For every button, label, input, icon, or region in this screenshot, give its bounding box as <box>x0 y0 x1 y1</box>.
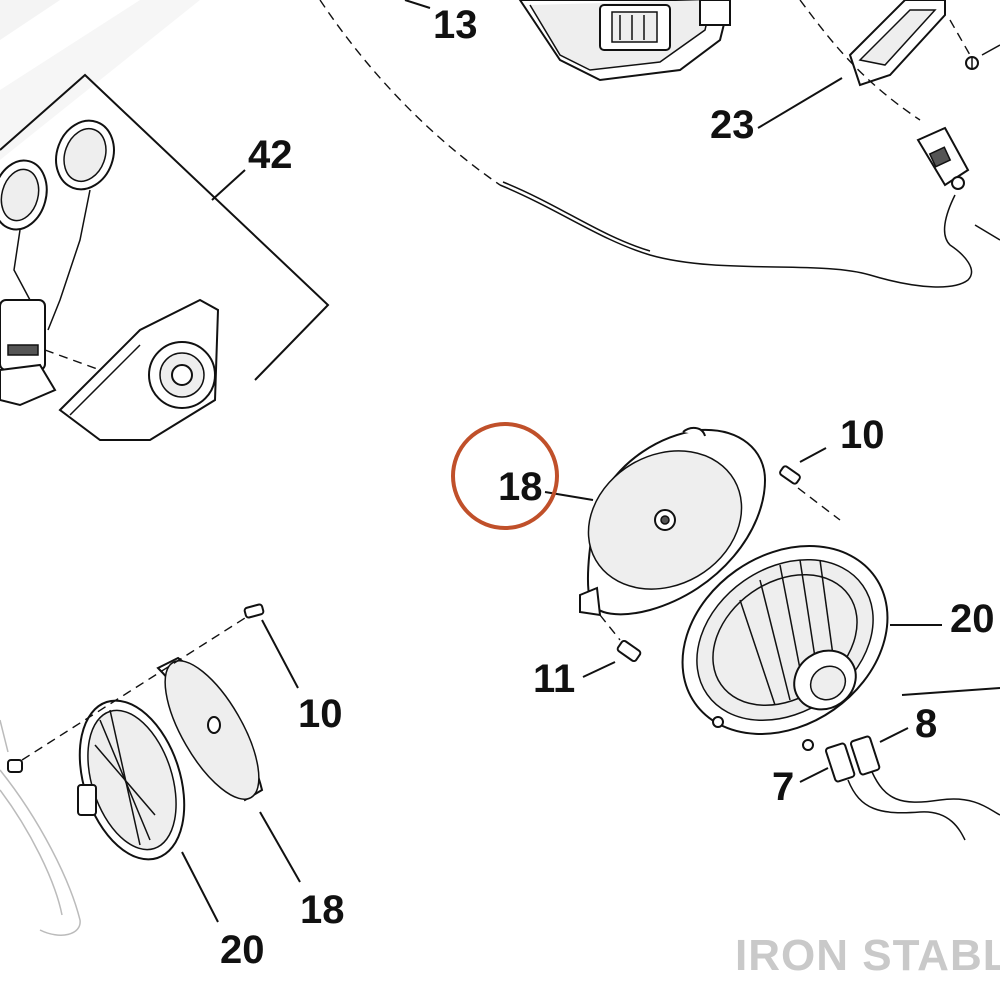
highlight-circle <box>451 422 559 530</box>
watermark: IRON STABLE <box>735 931 1000 980</box>
wire-connector <box>916 126 970 190</box>
callout-10: 10 <box>840 413 885 457</box>
speaker-grille-18 <box>579 426 767 617</box>
fairing-outline <box>0 789 63 916</box>
leader-line-18-left <box>259 811 301 883</box>
screw-11 <box>616 639 642 663</box>
leader-line-42 <box>211 169 246 201</box>
callout-7: 7 <box>772 765 794 809</box>
connector-7-8 <box>825 735 1000 841</box>
leader-line-7 <box>799 767 829 783</box>
callout-20: 20 <box>950 597 995 641</box>
leader-ghost <box>0 719 9 753</box>
speaker-grille-18-left <box>156 656 264 802</box>
screw-small-left <box>7 759 23 773</box>
bracket-screw <box>965 56 979 70</box>
callout-18-left: 18 <box>300 888 345 932</box>
leader-dash <box>797 487 841 521</box>
background-shape <box>0 0 200 160</box>
callout-23: 23 <box>710 103 755 147</box>
callout-11: 11 <box>533 657 575 701</box>
leader-line <box>901 687 1000 696</box>
leader-line-13 <box>404 0 431 9</box>
leader-line-11 <box>582 661 616 678</box>
speaker-20 <box>681 545 889 751</box>
leader-line-20-left <box>181 851 219 923</box>
kit-42-bracket <box>0 73 330 381</box>
screw-10-right <box>779 465 801 485</box>
mounting-bracket <box>848 0 946 87</box>
assembly-boundary-arc <box>319 0 501 186</box>
leader-line <box>974 224 1000 241</box>
earpiece <box>0 119 115 331</box>
leader-dash <box>799 0 921 121</box>
leader-line <box>981 44 1000 56</box>
electronics-module <box>518 0 732 82</box>
callout-8: 8 <box>915 702 937 746</box>
leader-line-8 <box>879 727 909 743</box>
speaker-20-left <box>77 699 186 861</box>
callout-18: 18 <box>498 465 543 509</box>
leader-dash <box>949 19 971 56</box>
leader-line-10 <box>799 447 827 463</box>
leader-line-10-left <box>261 619 299 689</box>
callout-10-left: 10 <box>298 692 343 736</box>
callout-20-left: 20 <box>220 928 265 972</box>
leader-line-23 <box>757 77 843 129</box>
screw-10-left <box>243 603 265 619</box>
callout-13: 13 <box>433 3 478 47</box>
wire-harness <box>502 181 651 252</box>
communicator-unit <box>58 298 220 441</box>
leader-dash <box>599 614 621 641</box>
fairing-outline <box>0 769 81 936</box>
background-shape <box>0 0 60 40</box>
callout-42: 42 <box>248 133 293 177</box>
headset-base <box>0 299 101 407</box>
wire-harness <box>499 184 973 288</box>
